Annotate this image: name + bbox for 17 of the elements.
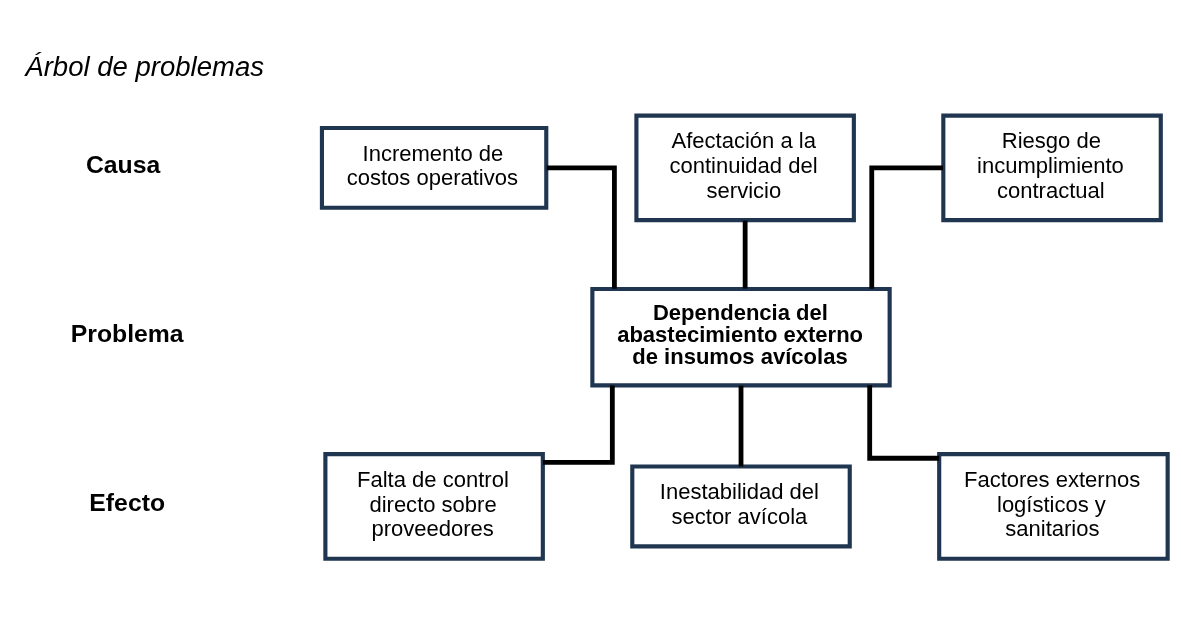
connector — [546, 164, 617, 289]
label: Efecto — [89, 488, 166, 516]
connector — [867, 384, 940, 461]
connector — [738, 385, 744, 466]
node-box: Incremento de costos operativos — [319, 125, 549, 210]
diagram-title: Árbol de problemas — [25, 50, 264, 82]
node-box: Inestabilidad del sector avícola — [630, 463, 852, 548]
node-box: Riesgo de incumplimiento contractual — [941, 113, 1163, 222]
node-box: Falta de control directo sobre proveedores — [323, 451, 545, 561]
label: Causa — [85, 150, 161, 178]
connector — [542, 385, 615, 465]
connector — [742, 220, 748, 289]
connector — [869, 164, 943, 289]
node-box: Factores externos logísticos y sanitarios — [937, 451, 1170, 561]
node-box: Afectación a la continuidad del servicio — [634, 113, 856, 222]
label: Problema — [70, 319, 184, 347]
node-box: Dependencia del abastecimiento externo de insumos avícolas — [590, 286, 892, 387]
